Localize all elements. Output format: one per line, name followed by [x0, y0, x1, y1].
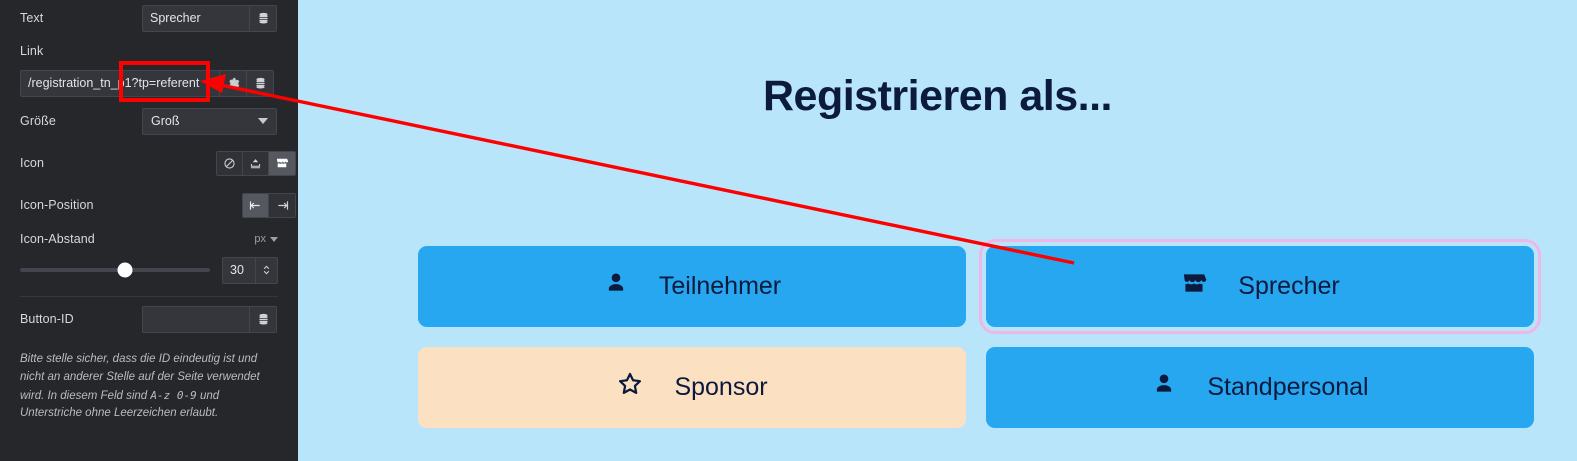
- button-id-help-text: Bitte stelle sicher, dass die ID eindeut…: [0, 341, 298, 423]
- field-row-icon: Icon: [0, 142, 298, 184]
- size-field-label: Größe: [20, 114, 56, 128]
- icon-position-group: [242, 192, 296, 218]
- field-row-link-label: Link: [0, 36, 298, 66]
- button-id-input[interactable]: [142, 305, 250, 333]
- button-id-control: [142, 305, 277, 333]
- upload-icon[interactable]: [243, 151, 269, 175]
- field-row-icon-position: Icon-Position: [0, 184, 298, 226]
- person-icon: [603, 270, 629, 303]
- size-field-control: Groß: [142, 107, 277, 135]
- field-row-text: Text: [0, 0, 298, 36]
- chevron-down-icon: [270, 236, 278, 242]
- registration-button-sponsor[interactable]: Sponsor: [418, 347, 966, 428]
- registration-button-grid: Teilnehmer Sprecher Sponsor: [418, 239, 1541, 428]
- help-text-part2: und Unterstriche ohne Leerzeichen erlaub…: [20, 389, 220, 420]
- field-row-icon-spacing: Icon-Abstand px: [0, 226, 298, 252]
- text-field-control: [142, 4, 277, 32]
- icon-spacing-stepper[interactable]: 30: [222, 256, 278, 284]
- align-icon-right-icon[interactable]: [269, 193, 295, 217]
- icon-spacing-slider-row: 30: [0, 252, 298, 288]
- link-field-label: Link: [20, 44, 44, 58]
- link-field-control: [20, 69, 278, 97]
- icon-spacing-unit-select[interactable]: px: [254, 233, 278, 245]
- settings-sidebar: Text Link: [0, 0, 298, 461]
- registration-button-label: Teilnehmer: [658, 272, 782, 300]
- database-stack-icon[interactable]: [250, 4, 277, 32]
- registration-button-sprecher[interactable]: Sprecher: [979, 239, 1541, 334]
- field-row-button-id: Button-ID: [0, 297, 298, 341]
- registration-button-label: Sponsor: [674, 373, 768, 401]
- section-divider: [20, 296, 278, 297]
- icon-field-label: Icon: [20, 156, 45, 170]
- text-field-label: Text: [20, 11, 44, 25]
- page-preview-canvas: Registrieren als... Teilnehmer: [298, 0, 1577, 461]
- page-title: Registrieren als...: [763, 72, 1113, 120]
- icon-spacing-slider-thumb[interactable]: [117, 262, 132, 278]
- field-row-size: Größe Groß: [0, 100, 298, 142]
- registration-button-label: Standpersonal: [1207, 373, 1369, 401]
- icon-position-control: [242, 192, 296, 218]
- link-input[interactable]: [20, 69, 220, 97]
- icon-spacing-field-label: Icon-Abstand: [20, 232, 95, 246]
- text-input-group: [142, 4, 277, 32]
- icon-position-field-label: Icon-Position: [20, 198, 94, 212]
- store-icon[interactable]: [269, 151, 295, 175]
- gear-icon[interactable]: [220, 69, 247, 97]
- registration-button-teilnehmer[interactable]: Teilnehmer: [418, 246, 966, 327]
- registration-button-standpersonal[interactable]: Standpersonal: [986, 347, 1534, 428]
- text-input[interactable]: [142, 4, 250, 32]
- icon-choice-group: [216, 150, 296, 176]
- help-text-part1: Bitte stelle sicher, dass die ID eindeut…: [20, 353, 260, 402]
- size-select-value: Groß: [151, 114, 180, 128]
- database-stack-icon[interactable]: [247, 69, 274, 97]
- none-icon[interactable]: [217, 151, 243, 175]
- icon-field-control: [216, 150, 296, 176]
- store-icon: [1180, 269, 1208, 304]
- person-icon: [1151, 371, 1177, 404]
- icon-spacing-value: 30: [230, 263, 244, 277]
- field-row-link: [0, 66, 298, 100]
- size-select[interactable]: Groß: [142, 107, 277, 135]
- align-icon-left-icon[interactable]: [243, 193, 269, 217]
- help-text-allowed-chars: A-z 0-9: [150, 388, 197, 402]
- chevron-down-icon: [258, 118, 268, 124]
- star-icon: [616, 370, 644, 405]
- link-input-group: [20, 69, 274, 97]
- stepper-arrows-icon[interactable]: [255, 257, 277, 283]
- button-id-field-label: Button-ID: [20, 312, 74, 326]
- icon-spacing-unit-label: px: [254, 233, 266, 245]
- database-stack-icon[interactable]: [250, 305, 277, 333]
- button-id-input-group: [142, 305, 277, 333]
- icon-spacing-slider[interactable]: [20, 262, 210, 278]
- registration-button-label: Sprecher: [1238, 272, 1340, 300]
